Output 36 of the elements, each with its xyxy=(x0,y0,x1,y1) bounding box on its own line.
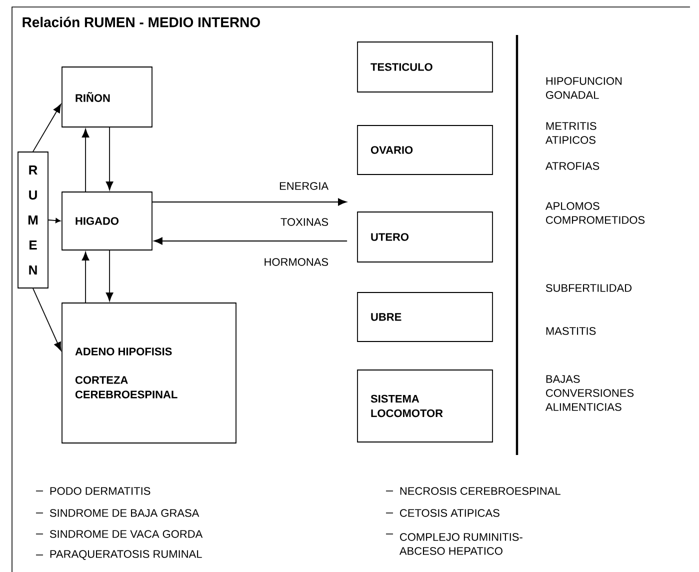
list-item: NECROSIS CEREBROESPINAL xyxy=(400,487,560,495)
list-item: COMPLEJO RUMINITIS- ABCESO HEPATICO xyxy=(399,533,522,555)
organ-box: OVARIO xyxy=(357,125,493,175)
note-text: APLOMOS COMPROMETIDOS xyxy=(545,202,645,224)
list-item: SINDROME DE VACA GORDA xyxy=(50,530,203,538)
arrow xyxy=(48,218,61,224)
arrow xyxy=(82,252,90,303)
list-item: PARAQUERATOSIS RUMINAL xyxy=(50,550,202,560)
organ-box: RIÑON xyxy=(62,66,152,128)
note-text: BAJAS CONVERSIONES ALIMENTICIAS xyxy=(545,375,634,411)
rumen-box: RUMEN xyxy=(18,152,48,288)
arrow xyxy=(154,237,348,245)
title: Relación RUMEN - MEDIO INTERNO xyxy=(22,16,260,28)
edge-label: TOXINAS xyxy=(279,217,330,227)
arrow xyxy=(152,198,347,206)
arrow xyxy=(106,250,114,302)
edge-label: ENERGIA xyxy=(278,181,330,191)
arrow xyxy=(32,104,62,152)
note-text: SUBFERTILIDAD xyxy=(546,284,632,292)
flow-text: HORMONAS xyxy=(264,258,328,266)
note-text: MASTITIS xyxy=(546,327,596,335)
arrow xyxy=(106,127,114,190)
organ-box: SISTEMA LOCOMOTOR xyxy=(357,370,493,442)
note-text: METRITIS ATIPICOS xyxy=(545,122,596,144)
organ-box: ADENO HIPOFISIS CORTEZA CEREBROESPINAL xyxy=(62,302,236,444)
organ-box: HIGADO xyxy=(62,192,152,250)
organ-box: UBRE xyxy=(357,292,493,342)
list-item: SINDROME DE BAJA GRASA xyxy=(50,509,200,517)
list-item: PODO DERMATITIS xyxy=(50,487,150,495)
arrow xyxy=(32,288,62,351)
arrow xyxy=(82,128,90,192)
organ-box: UTERO xyxy=(357,212,493,262)
list-item: CETOSIS ATIPICAS xyxy=(400,509,500,517)
organ-box: TESTICULO xyxy=(357,42,493,92)
note-text: HIPOFUNCION GONADAL xyxy=(546,77,622,99)
note-text: ATROFIAS xyxy=(545,162,600,170)
